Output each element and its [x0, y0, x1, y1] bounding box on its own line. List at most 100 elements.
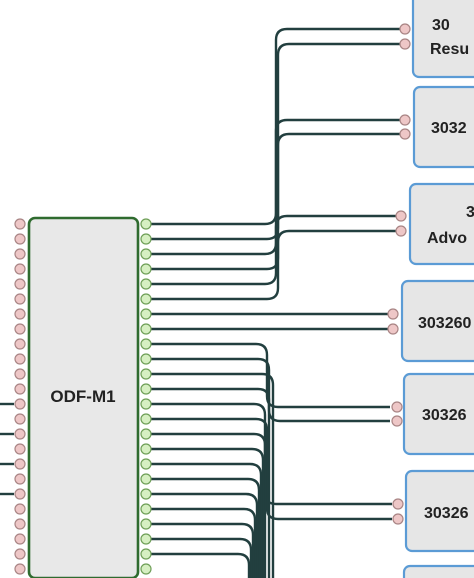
odf-port[interactable]	[14, 338, 26, 350]
odf-port[interactable]	[14, 503, 26, 515]
odf-port[interactable]	[140, 368, 152, 380]
odf-port[interactable]	[14, 308, 26, 320]
device-box-2-port[interactable]	[399, 114, 411, 126]
odf-port[interactable]	[14, 398, 26, 410]
device-box-4[interactable]: 303260	[387, 279, 474, 363]
device-box-4-label: 303260	[418, 315, 471, 332]
wire	[151, 387, 271, 578]
odf-port[interactable]	[14, 428, 26, 440]
odf-port[interactable]	[14, 353, 26, 365]
device-box-5-body[interactable]	[402, 372, 474, 456]
odf-port[interactable]	[140, 413, 152, 425]
device-box-5[interactable]: 30326	[391, 372, 474, 456]
odf-port[interactable]	[14, 548, 26, 560]
odf-port[interactable]	[14, 563, 26, 575]
wire	[151, 214, 396, 286]
odf-port[interactable]	[14, 443, 26, 455]
wire	[151, 477, 261, 578]
odf-port[interactable]	[140, 443, 152, 455]
device-box-1-label-line1: 30	[432, 17, 450, 34]
wire	[151, 372, 275, 578]
odf-port[interactable]	[140, 293, 152, 305]
device-box-5-label: 30326	[422, 407, 467, 424]
wire	[151, 462, 263, 578]
odf-panel[interactable]: ODF-M1	[27, 216, 140, 578]
odf-port[interactable]	[14, 278, 26, 290]
device-box-2-body[interactable]	[412, 85, 474, 169]
wire	[151, 447, 265, 578]
odf-port[interactable]	[14, 518, 26, 530]
device-box-3-port[interactable]	[395, 225, 407, 237]
device-box-1-port[interactable]	[399, 23, 411, 35]
device-box-1-body[interactable]	[411, 0, 474, 79]
odf-port[interactable]	[140, 218, 152, 230]
device-box-6-body[interactable]	[404, 469, 474, 553]
device-box-1-port[interactable]	[399, 38, 411, 50]
odf-panel-label: ODF-M1	[50, 387, 115, 406]
device-box-6[interactable]: 30326	[392, 469, 474, 553]
device-box-4-body[interactable]	[400, 279, 474, 363]
odf-port[interactable]	[140, 353, 152, 365]
odf-port[interactable]	[14, 218, 26, 230]
device-box-2[interactable]: 3032	[399, 85, 474, 169]
device-box-3-body[interactable]	[408, 182, 474, 266]
wire	[151, 417, 392, 521]
device-box-3-port[interactable]	[395, 210, 407, 222]
odf-port[interactable]	[140, 533, 152, 545]
odf-port[interactable]	[140, 473, 152, 485]
odf-port[interactable]	[140, 563, 152, 575]
odf-port[interactable]	[14, 533, 26, 545]
odf-port[interactable]	[140, 233, 152, 245]
fiber-wires	[0, 27, 400, 578]
wire	[151, 357, 390, 423]
odf-port[interactable]	[14, 293, 26, 305]
odf-port[interactable]	[140, 248, 152, 260]
odf-port[interactable]	[140, 518, 152, 530]
device-box-6-port[interactable]	[392, 513, 404, 525]
odf-port[interactable]	[140, 278, 152, 290]
odf-right-ports	[140, 218, 152, 575]
device-box-3-label-line1: 3	[466, 204, 474, 221]
device-box-2-label: 3032	[431, 120, 467, 137]
odf-port[interactable]	[140, 548, 152, 560]
odf-port[interactable]	[140, 263, 152, 275]
device-box-6-port[interactable]	[392, 498, 404, 510]
odf-port[interactable]	[140, 398, 152, 410]
device-box-3[interactable]: 3 Advo	[395, 182, 474, 266]
odf-port[interactable]	[140, 458, 152, 470]
odf-port[interactable]	[140, 308, 152, 320]
odf-port[interactable]	[14, 263, 26, 275]
device-box-4-port[interactable]	[387, 323, 399, 335]
odf-port[interactable]	[14, 323, 26, 335]
odf-port[interactable]	[14, 368, 26, 380]
device-box-7[interactable]	[402, 564, 474, 578]
wire	[151, 132, 400, 271]
odf-port[interactable]	[140, 323, 152, 335]
odf-port[interactable]	[14, 488, 26, 500]
odf-port[interactable]	[140, 383, 152, 395]
odf-port[interactable]	[14, 458, 26, 470]
odf-left-ports	[14, 218, 26, 575]
odf-port[interactable]	[140, 488, 152, 500]
device-box-4-port[interactable]	[387, 308, 399, 320]
wire	[151, 552, 251, 578]
odf-panel-body[interactable]	[27, 216, 140, 578]
odf-port[interactable]	[140, 338, 152, 350]
device-box-7-body[interactable]	[402, 564, 474, 578]
odf-port[interactable]	[14, 233, 26, 245]
device-box-2-port[interactable]	[399, 128, 411, 140]
odf-port[interactable]	[140, 503, 152, 515]
device-box-5-port[interactable]	[391, 401, 403, 413]
device-box-1[interactable]: 30 Resu	[399, 0, 474, 79]
device-box-5-port[interactable]	[391, 415, 403, 427]
wire	[151, 229, 396, 301]
odf-port[interactable]	[14, 413, 26, 425]
odf-port[interactable]	[14, 383, 26, 395]
odf-port[interactable]	[14, 473, 26, 485]
wire	[151, 492, 259, 578]
odf-port[interactable]	[14, 248, 26, 260]
wire	[151, 432, 267, 578]
device-box-3-label-line2: Advo	[427, 230, 467, 247]
odf-port[interactable]	[140, 428, 152, 440]
